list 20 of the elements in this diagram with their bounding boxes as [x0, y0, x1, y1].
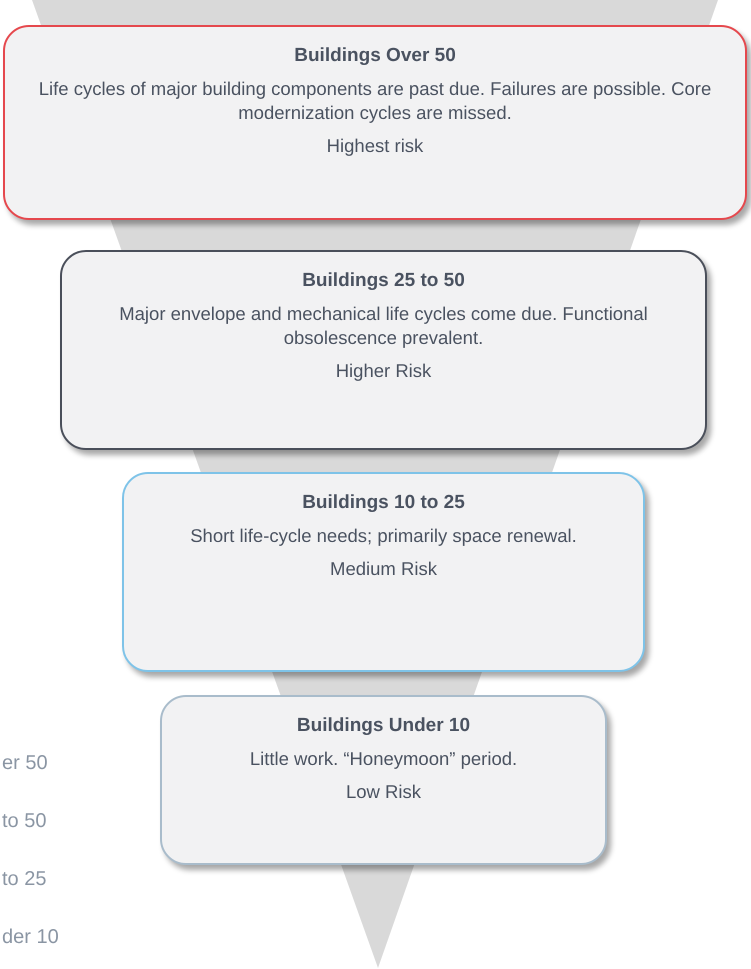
box-heading: Buildings Over 50 — [294, 45, 456, 67]
box-description: Major envelope and mechanical life cycles come due. Functional obsolescence prevalent. — [118, 302, 649, 350]
box-heading: Buildings 10 to 25 — [302, 492, 465, 514]
risk-level: Medium Risk — [330, 558, 437, 580]
box-description: Life cycles of major building components are past due. Failures are possible. Core modernization cycles are missed. — [38, 77, 712, 126]
risk-box — [3, 25, 747, 220]
risk-box — [60, 250, 707, 450]
risk-box — [160, 695, 607, 865]
risk-box — [122, 472, 645, 672]
category-label: to 50 — [2, 810, 46, 833]
category-label: to 25 — [2, 868, 46, 891]
risk-level: Higher Risk — [336, 360, 432, 382]
box-description: Short life-cycle needs; primarily space renewal. — [190, 524, 577, 548]
box-description: Little work. “Honeymoon” period. — [250, 747, 518, 771]
category-label: er 50 — [2, 752, 48, 775]
risk-level: Low Risk — [346, 781, 422, 804]
box-heading: Buildings Under 10 — [296, 715, 470, 737]
risk-level: Highest risk — [326, 135, 424, 158]
category-label: der 10 — [2, 926, 59, 949]
box-heading: Buildings 25 to 50 — [302, 270, 465, 292]
